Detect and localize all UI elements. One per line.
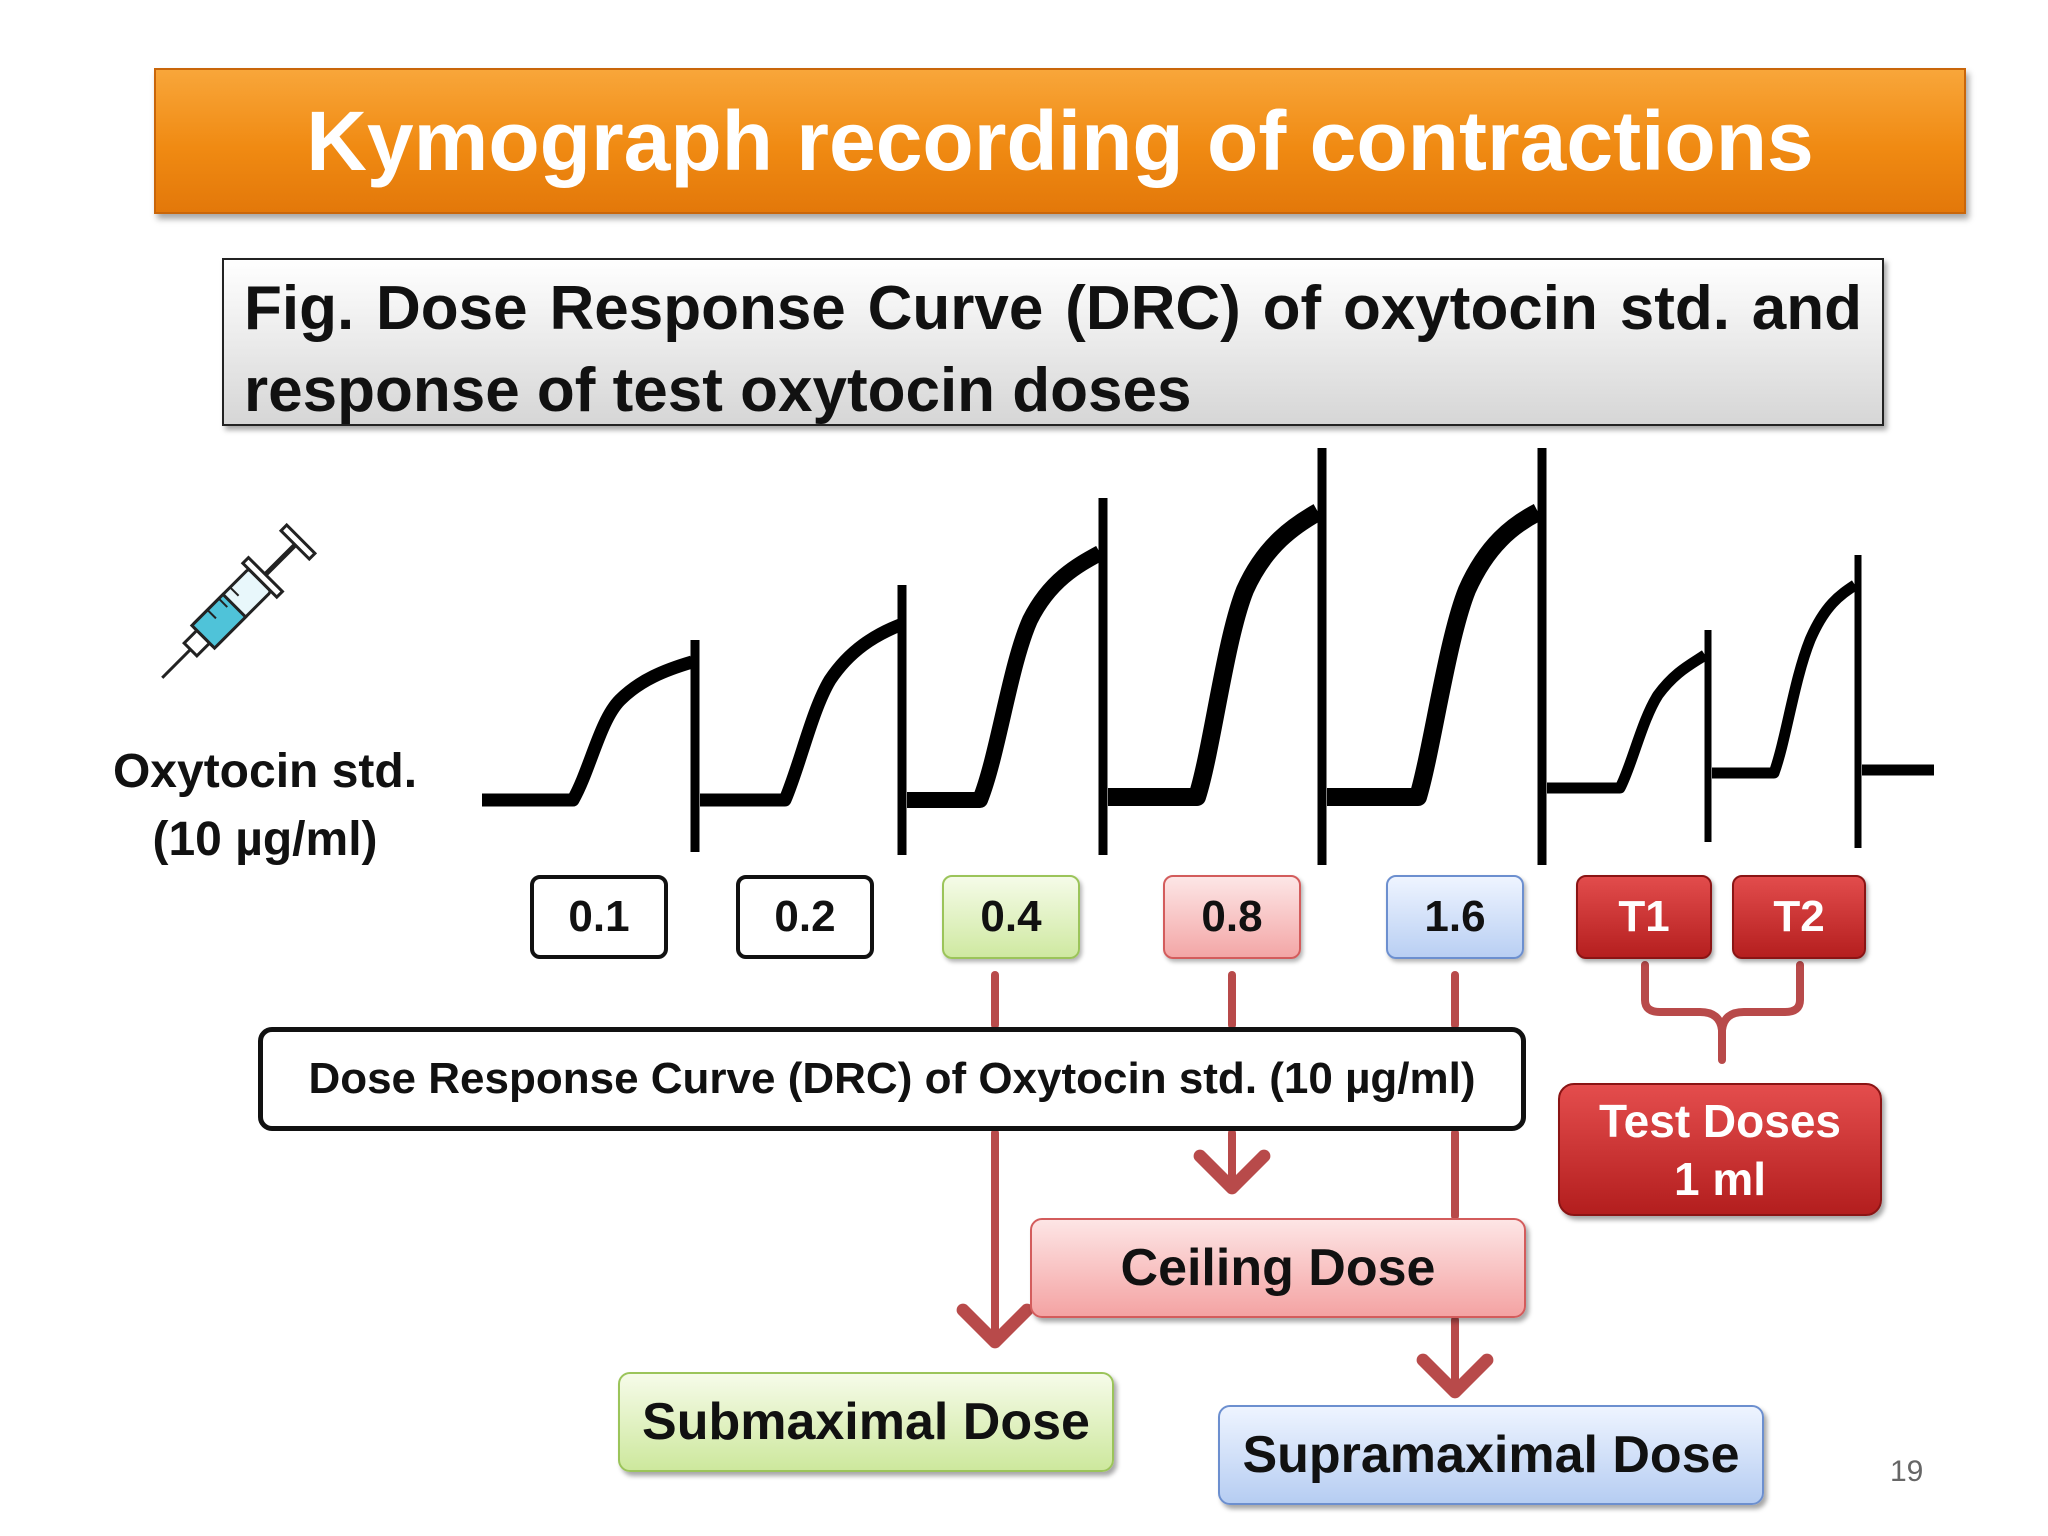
- test-dose-brace: [1641, 961, 1804, 1064]
- drc-arrows: [956, 971, 1494, 1399]
- dose-box-0-4: 0.4: [942, 875, 1080, 959]
- slide-title: Kymograph recording of contractions: [154, 68, 1966, 214]
- dose-box-t2: T2: [1732, 875, 1866, 959]
- page-number: 19: [1890, 1455, 1924, 1488]
- supramaximal-dose-box: Supramaximal Dose: [1218, 1405, 1764, 1505]
- figure-caption: Fig. Dose Response Curve (DRC) of oxytoc…: [222, 258, 1884, 426]
- drug-concentration: (10 µg/ml): [152, 813, 378, 866]
- drug-name: Oxytocin std.: [112, 745, 418, 798]
- dose-box-0-1: 0.1: [530, 875, 668, 959]
- dose-box-1-6: 1.6: [1386, 875, 1524, 959]
- test-doses-box: Test Doses 1 ml: [1558, 1083, 1882, 1216]
- dose-box-t1: T1: [1576, 875, 1712, 959]
- dose-box-0-2: 0.2: [736, 875, 874, 959]
- test-doses-title: Test Doses: [1598, 1094, 1842, 1147]
- syringe-icon: [161, 522, 318, 679]
- ceiling-dose-box: Ceiling Dose: [1030, 1218, 1526, 1318]
- drc-label-box: Dose Response Curve (DRC) of Oxytocin st…: [258, 1027, 1526, 1131]
- test-doses-volume: 1 ml: [1673, 1152, 1767, 1205]
- kymograph-trace: [482, 448, 1934, 865]
- dose-box-0-8: 0.8: [1163, 875, 1301, 959]
- drug-label: Oxytocin std. (10 µg/ml): [90, 738, 440, 874]
- submaximal-dose-box: Submaximal Dose: [618, 1372, 1114, 1472]
